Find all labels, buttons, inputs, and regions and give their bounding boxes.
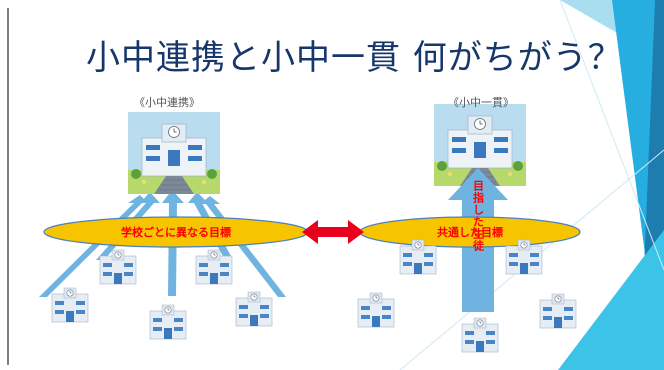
right-goal-text: 共通した目標 <box>437 225 503 239</box>
right-label: 《小中一貫》 <box>448 96 514 109</box>
school-building-icon <box>51 287 89 323</box>
right-decoration <box>399 0 664 370</box>
left-goal-text: 学校ごとに異なる目標 <box>121 225 231 239</box>
left-label: 《小中連携》 <box>134 96 200 109</box>
school-building-icon <box>149 304 187 340</box>
school-building-icon <box>461 317 499 353</box>
student-goal-text: 目指した生徒 <box>472 180 486 252</box>
school-building-icon <box>127 111 221 195</box>
school-building-icon <box>357 292 395 328</box>
school-building-icon <box>235 291 273 327</box>
school-building-icon <box>539 293 577 329</box>
page-title: 小中連携と小中一貫 何がちがう？ <box>86 38 623 78</box>
double-arrow-icon <box>302 220 364 244</box>
